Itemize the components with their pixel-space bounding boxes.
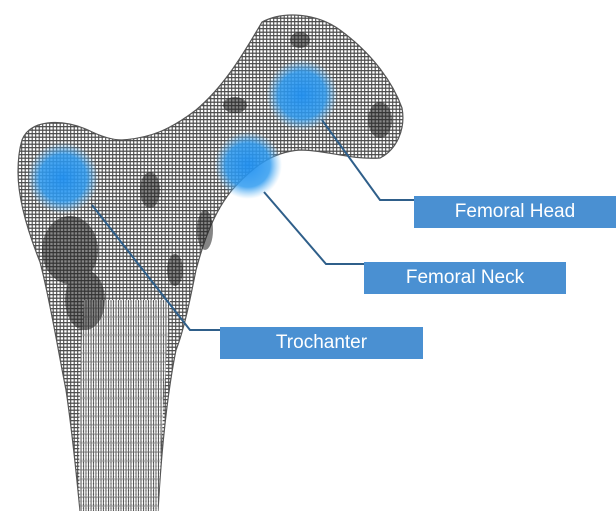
femoral-head-highlight xyxy=(266,59,338,131)
femoral-neck-label: Femoral Neck xyxy=(364,262,566,294)
femoral-neck-leader xyxy=(264,192,366,264)
trochanter-label: Trochanter xyxy=(220,327,423,359)
femoral-head-label: Femoral Head xyxy=(414,196,616,228)
femur-shaft-mesh xyxy=(79,300,170,511)
trochanter-highlight xyxy=(27,142,99,214)
femoral-neck-highlight xyxy=(214,131,282,199)
